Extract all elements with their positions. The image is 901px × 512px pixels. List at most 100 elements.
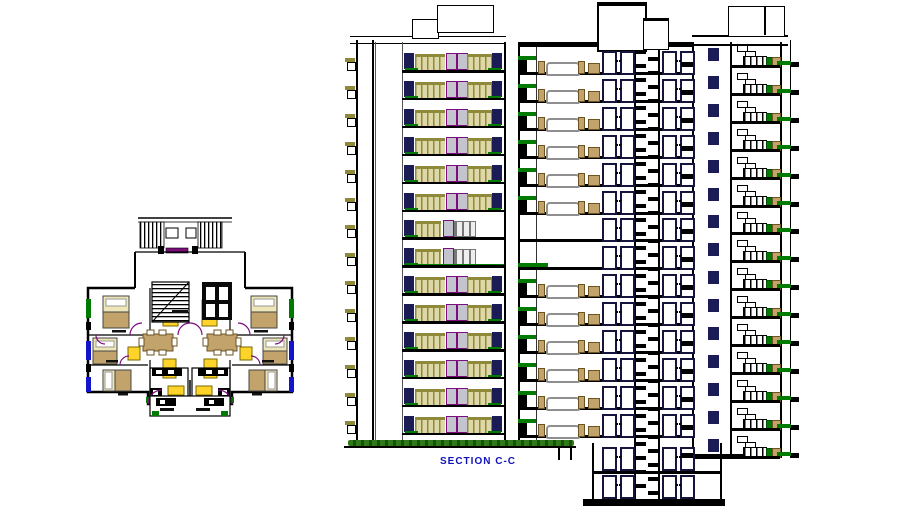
- balcony-edge: [777, 312, 791, 317]
- person-figure: [588, 425, 600, 437]
- planter-box: [345, 197, 355, 202]
- pillar: [538, 116, 545, 130]
- ground-line: [344, 446, 576, 448]
- door-dot: [675, 366, 678, 369]
- plan-core: [134, 217, 246, 417]
- balcony-stub: [681, 89, 693, 95]
- pillar: [578, 144, 585, 158]
- vent-grille: [454, 221, 476, 238]
- person-figure: [588, 63, 600, 74]
- planter-box: [518, 279, 536, 284]
- stair-step: [648, 141, 658, 145]
- facade-window: [708, 159, 719, 173]
- door-dot: [678, 456, 681, 458]
- person-figure: [588, 286, 600, 298]
- door-frame: [602, 475, 617, 499]
- facade-window: [708, 103, 719, 117]
- wall-line: [790, 40, 791, 458]
- planter-strip: [488, 402, 501, 405]
- stair-step: [636, 176, 646, 180]
- planter-box: [518, 111, 536, 116]
- stair-step: [636, 260, 646, 264]
- pillar: [538, 312, 545, 326]
- door-frame: [602, 78, 617, 103]
- door-dot: [678, 115, 681, 118]
- door-dot: [618, 339, 621, 341]
- door-frame: [620, 357, 635, 382]
- stair-step: [648, 127, 658, 131]
- door-dot: [675, 60, 678, 62]
- bathtub: [546, 62, 580, 76]
- door-frame: [620, 302, 635, 327]
- small-window: [737, 100, 748, 108]
- door-dot: [618, 422, 621, 425]
- basement-wall: [720, 443, 722, 499]
- stair-step: [636, 302, 646, 306]
- stair-step: [636, 162, 646, 166]
- facade-window: [708, 410, 719, 424]
- planter-strip: [488, 319, 501, 322]
- balcony-railing: [467, 388, 492, 405]
- small-window: [737, 296, 748, 304]
- bathtub: [546, 145, 580, 160]
- balcony-post: [492, 276, 502, 293]
- window-pane: [446, 332, 457, 349]
- stair-step: [636, 64, 646, 68]
- planter-strip: [405, 179, 418, 182]
- door-dot: [615, 394, 618, 397]
- penthouse: [728, 6, 785, 37]
- pillar: [578, 423, 585, 437]
- stair-step: [636, 218, 646, 222]
- window-pane: [446, 164, 457, 182]
- window-pane: [443, 220, 454, 238]
- planter-bracket: [520, 115, 527, 128]
- facade-window: [708, 215, 719, 229]
- stair-step: [648, 407, 658, 411]
- small-window: [737, 351, 748, 359]
- balcony-stub: [681, 173, 693, 179]
- planter-box: [345, 85, 355, 90]
- balcony-edge: [777, 88, 791, 93]
- bathtub: [546, 368, 580, 383]
- door-dot: [675, 394, 678, 397]
- planter-box: [345, 337, 355, 341]
- plan-roof-hatch: [139, 221, 165, 249]
- floor-slab: [730, 232, 780, 236]
- balcony-post: [492, 192, 502, 209]
- balcony-stub: [681, 424, 693, 430]
- wall-line: [730, 42, 732, 458]
- facade-window: [708, 243, 719, 257]
- planter-box: [347, 313, 356, 323]
- bathtub: [546, 201, 580, 216]
- stair-step: [636, 428, 646, 432]
- facade-window: [708, 438, 719, 452]
- level-tick: [791, 173, 799, 179]
- stair-step: [636, 232, 646, 236]
- foundation: [583, 499, 725, 506]
- door-frame: [620, 78, 635, 103]
- pillar: [578, 395, 585, 409]
- floor-slab: [730, 260, 780, 264]
- planter-box: [347, 285, 356, 295]
- planter-bracket: [520, 87, 527, 100]
- pillar: [538, 61, 545, 74]
- level-tick: [791, 89, 799, 95]
- balcony-railing: [415, 305, 445, 322]
- planter-bracket: [520, 171, 527, 184]
- wall-line: [374, 42, 376, 441]
- facade-window: [708, 382, 719, 396]
- stair-step: [648, 99, 658, 103]
- planter-box: [347, 117, 356, 127]
- balcony-stub: [681, 313, 693, 319]
- small-window: [737, 435, 748, 443]
- planter-box: [347, 62, 356, 71]
- stair-step: [636, 400, 646, 404]
- balcony-post: [404, 136, 414, 153]
- person-figure: [588, 314, 600, 326]
- level-tick: [791, 341, 799, 346]
- small-window: [737, 128, 748, 136]
- planter-box: [518, 167, 536, 172]
- stair-step: [648, 337, 658, 341]
- balcony-railing: [415, 221, 441, 238]
